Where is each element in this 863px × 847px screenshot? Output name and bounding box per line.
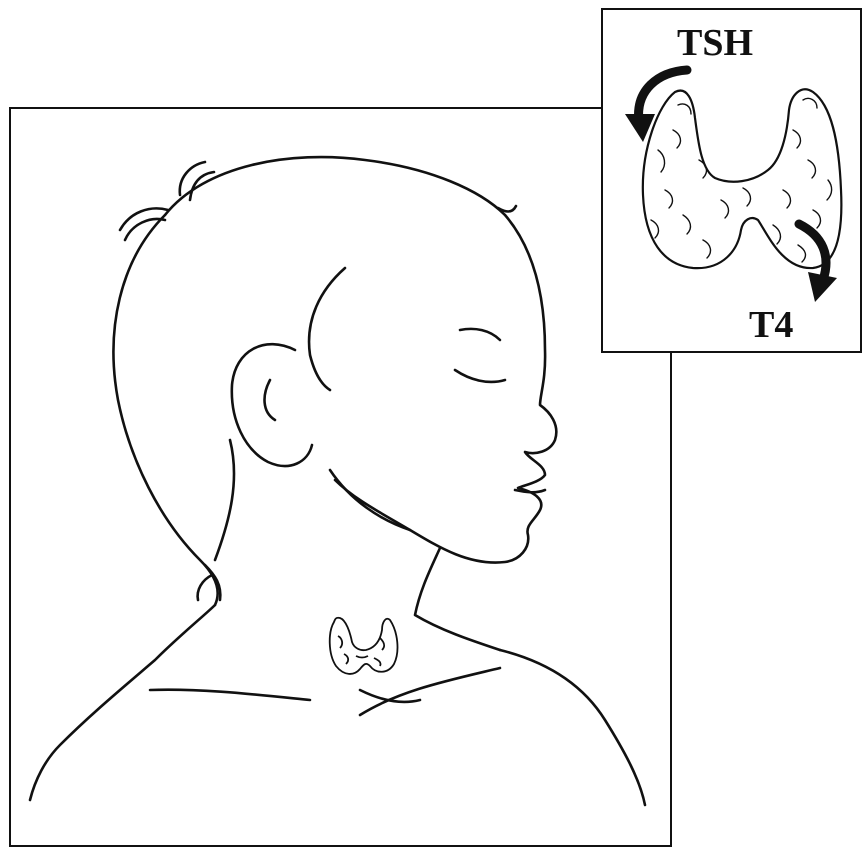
t4-arrow-head bbox=[808, 272, 837, 302]
hair-tuft bbox=[190, 172, 214, 200]
back-of-head bbox=[113, 215, 217, 605]
t4-label: T4 bbox=[749, 306, 793, 344]
neck-back bbox=[30, 605, 215, 800]
temple-line bbox=[309, 268, 345, 390]
ear-inner bbox=[265, 380, 275, 420]
thyroid-gland bbox=[643, 89, 842, 268]
nape-hair bbox=[198, 575, 212, 600]
head-back-outline bbox=[498, 206, 516, 212]
ear bbox=[232, 344, 312, 466]
thyroid-on-neck bbox=[324, 614, 400, 682]
mouth bbox=[515, 490, 545, 492]
eyebrow bbox=[460, 329, 500, 340]
head-back-outline bbox=[165, 157, 505, 215]
clavicle-left bbox=[150, 690, 310, 700]
tsh-label: TSH bbox=[677, 24, 753, 62]
shoulder-right bbox=[500, 650, 645, 805]
closed-eye bbox=[455, 370, 505, 382]
jaw-line bbox=[330, 470, 410, 530]
nape-hair bbox=[215, 440, 234, 560]
thyroid-inset-panel: TSH T4 bbox=[601, 8, 862, 353]
